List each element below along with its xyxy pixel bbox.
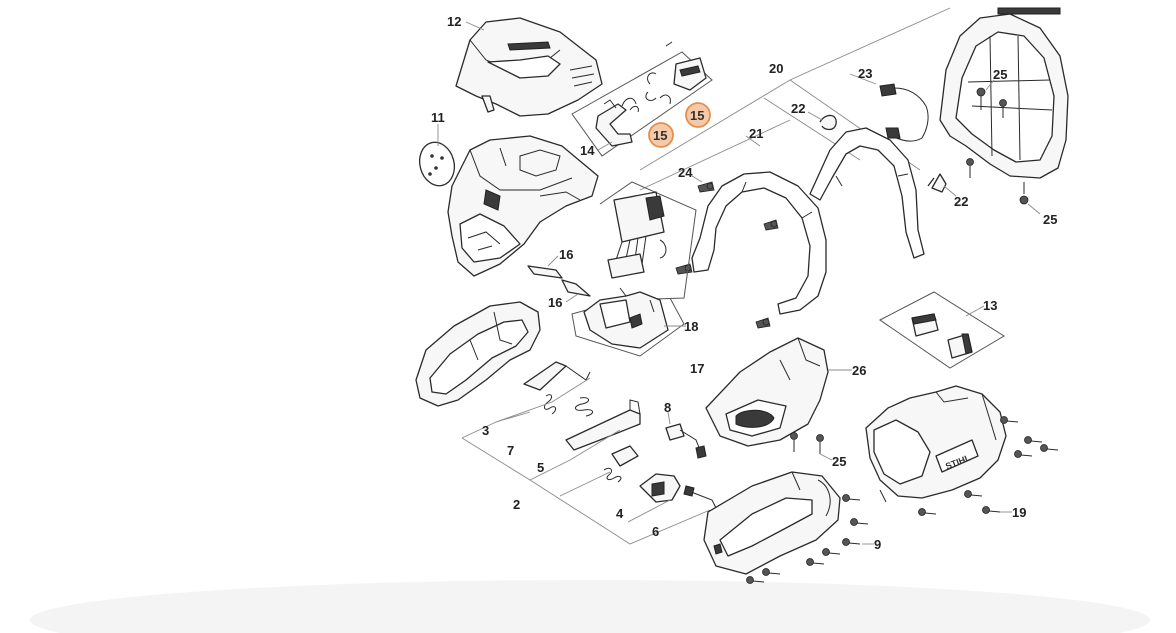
part-20-handle-bar[interactable] [691, 171, 827, 315]
screw-26-b[interactable] [816, 434, 824, 455]
label-14[interactable]: 14 [580, 143, 595, 158]
label-19[interactable]: 19 [1012, 505, 1026, 520]
label-20[interactable]: 20 [769, 61, 783, 76]
part-6-pin[interactable] [683, 485, 717, 509]
label-4[interactable]: 4 [616, 506, 624, 521]
label-18[interactable]: 18 [684, 319, 698, 334]
label-15-a[interactable]: 15 [653, 128, 667, 143]
label-5[interactable]: 5 [537, 460, 544, 475]
label-13[interactable]: 13 [983, 298, 997, 313]
small-part-near-5[interactable] [611, 445, 639, 467]
spring-extra[interactable] [575, 397, 593, 417]
label-9[interactable]: 9 [874, 537, 881, 552]
upper-housing[interactable] [447, 135, 599, 277]
part-16-lower[interactable] [561, 279, 591, 297]
part-4-latch[interactable] [639, 473, 681, 503]
part-22-clip-top[interactable] [819, 114, 837, 131]
label-17[interactable]: 17 [690, 361, 704, 376]
screw-25-b[interactable] [999, 99, 1007, 119]
part-22-clip-right[interactable] [927, 173, 947, 193]
label-26[interactable]: 26 [852, 363, 866, 378]
label-15-b[interactable]: 15 [690, 108, 704, 123]
label-16-top[interactable]: 16 [559, 247, 573, 262]
spring-4-area[interactable] [603, 467, 622, 483]
part-14-group[interactable] [571, 41, 713, 157]
part-11-gasket[interactable] [415, 138, 459, 189]
background-shade [30, 580, 1150, 633]
part-25-frame[interactable] [939, 7, 1069, 179]
crankcase-cover[interactable] [703, 471, 841, 575]
label-22-right[interactable]: 22 [954, 194, 968, 209]
label-22-top[interactable]: 22 [791, 101, 805, 116]
part-7-spring[interactable] [543, 394, 557, 415]
part-21-loop-handle[interactable] [809, 127, 925, 259]
label-8[interactable]: 8 [664, 400, 671, 415]
screw-25-d[interactable] [1019, 182, 1029, 205]
part-18-switch-housing[interactable] [583, 287, 669, 349]
part-5-lever[interactable] [565, 399, 641, 451]
screw-24-b[interactable] [763, 219, 779, 231]
label-12[interactable]: 12 [447, 14, 461, 29]
part-13-group[interactable] [879, 291, 1005, 369]
label-25-right[interactable]: 25 [1043, 212, 1057, 227]
label-25-lower[interactable]: 25 [832, 454, 846, 469]
label-23[interactable]: 23 [858, 66, 872, 81]
label-6[interactable]: 6 [652, 524, 659, 539]
part-labels: 12 11 14 15 15 20 23 22 21 24 25 22 25 1… [431, 14, 1057, 552]
label-2[interactable]: 2 [513, 497, 520, 512]
screw-9-group[interactable] [746, 494, 869, 584]
label-11[interactable]: 11 [431, 110, 445, 125]
part-3-trigger[interactable] [523, 361, 591, 391]
screw-25-a[interactable] [976, 87, 986, 110]
rear-handle-housing[interactable] [415, 301, 541, 407]
screw-19-group[interactable] [918, 416, 1059, 516]
screw-24-c[interactable] [675, 263, 693, 275]
screw-24-d[interactable] [755, 317, 771, 329]
screw-24-a[interactable] [697, 181, 715, 193]
part-26-cover[interactable] [705, 337, 829, 447]
label-16-bottom[interactable]: 16 [548, 295, 562, 310]
part-8-plug[interactable] [665, 423, 707, 459]
screw-26-a[interactable] [790, 432, 798, 453]
engine-housing[interactable]: STIHL [865, 385, 1007, 503]
lower-left-leaders [461, 377, 711, 545]
highlight-15a[interactable] [648, 122, 674, 148]
label-7[interactable]: 7 [507, 443, 514, 458]
screw-25-c[interactable] [966, 158, 974, 179]
highlight-15b[interactable] [685, 102, 711, 128]
label-leaders [437, 21, 1041, 545]
label-21[interactable]: 21 [749, 126, 763, 141]
label-24[interactable]: 24 [678, 165, 693, 180]
label-25-top[interactable]: 25 [993, 67, 1007, 82]
part-16-upper[interactable] [527, 265, 563, 279]
part-12-shroud[interactable] [455, 17, 603, 117]
part-17-group[interactable] [571, 181, 697, 357]
part-23-cable[interactable] [879, 83, 929, 142]
label-3[interactable]: 3 [482, 423, 489, 438]
